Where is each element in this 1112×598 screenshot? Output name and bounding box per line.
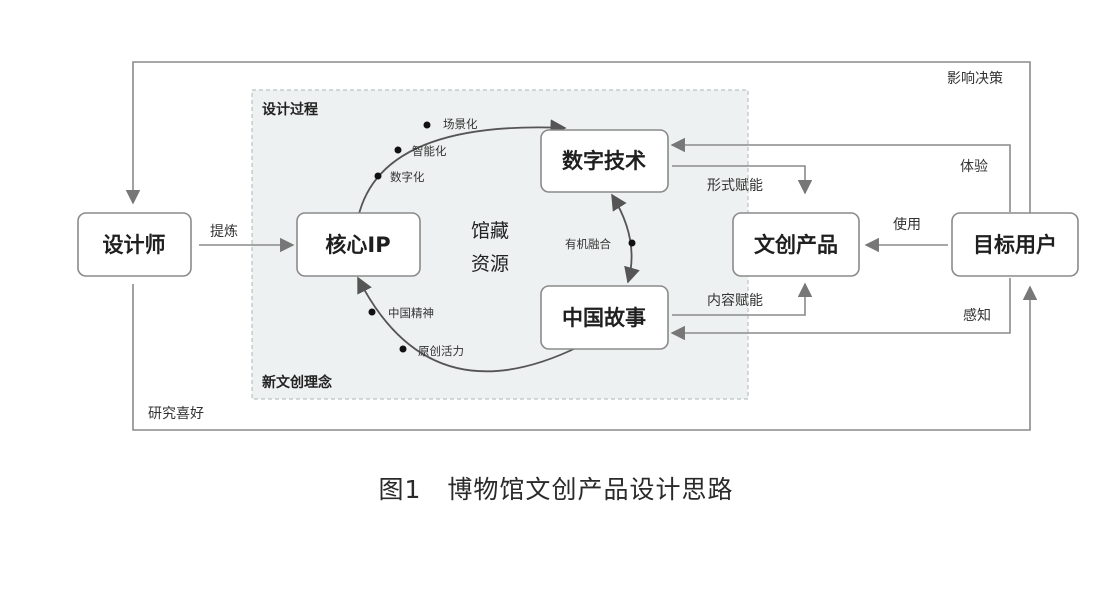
scene-label: 场景化 [443,117,478,131]
research-preference-label: 研究喜好 [148,406,204,422]
cycle-arc-upper [357,119,567,219]
digital-dot [374,172,382,180]
cultural-product-label: 文创产品 [754,233,838,257]
refine-label: 提炼 [210,224,238,240]
digital-tech-node: 数字技术 [540,129,669,193]
form-enable-label: 形式赋能 [707,178,763,194]
spirit-dot [368,308,376,316]
designer-node: 设计师 [77,212,192,277]
core-ip-label: 核心IP [325,233,390,257]
digital-label: 数字化 [390,170,425,184]
collection-resource-line2: 资源 [471,253,509,275]
vitality-dot [399,345,407,353]
target-user-node: 目标用户 [951,212,1079,277]
design-process-label: 设计过程 [262,101,318,118]
experience-path [670,137,1011,212]
perceive-label: 感知 [963,307,991,324]
cultural-product-node: 文创产品 [732,212,860,277]
influence-decision-label: 影响决策 [947,70,1003,87]
china-story-label: 中国故事 [562,306,646,330]
fusion-dot [628,239,636,247]
new-culture-idea-label: 新文创理念 [262,374,333,391]
digital-tech-label: 数字技术 [562,149,646,173]
target-user-label: 目标用户 [973,233,1057,257]
form-enable-path [672,165,813,195]
collection-resource-line1: 馆藏 [471,220,509,242]
influence-decision-path [125,61,1031,213]
vitality-label: 原创活力 [418,344,464,358]
core-ip-node: 核心IP [296,212,421,277]
designer-label: 设计师 [103,233,166,257]
content-enable-label: 内容赋能 [707,292,763,309]
smart-label: 智能化 [412,144,447,158]
scene-dot [423,121,431,129]
research-preference-path [132,284,1038,431]
perceive-path [670,278,1011,341]
content-enable-path [672,282,813,316]
fusion-label: 有机融合 [565,237,611,251]
use-label: 使用 [893,216,921,233]
china-story-node: 中国故事 [540,285,669,350]
cycle-arc-lower [357,276,581,373]
experience-label: 体验 [960,159,988,175]
smart-dot [394,146,402,154]
figure-caption: 图1 博物馆文创产品设计思路 [378,475,734,504]
spirit-label: 中国精神 [388,306,434,320]
cycle-arc-right [611,193,640,284]
